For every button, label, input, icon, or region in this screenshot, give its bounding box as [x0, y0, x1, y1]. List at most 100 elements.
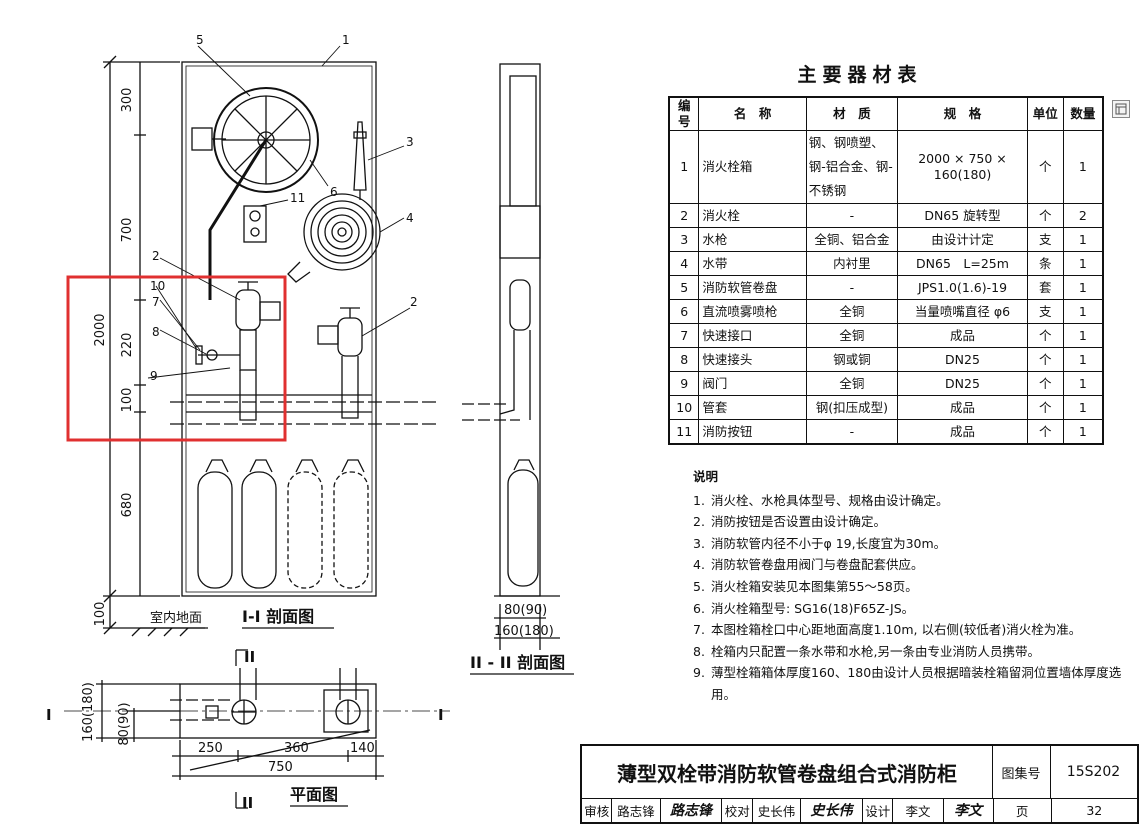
cell-qty: 1 — [1062, 323, 1104, 348]
note-num: 1. — [693, 492, 705, 508]
cell-unit: 个 — [1026, 323, 1064, 348]
dim-140: 140 — [350, 741, 375, 756]
callout-8: 8 — [152, 325, 160, 339]
note-text: 消防软管内径不小于φ 19,长度宜为30m。 — [711, 535, 947, 551]
cell-material: - — [805, 275, 899, 300]
plan-view — [64, 649, 450, 809]
cell-qty: 1 — [1062, 299, 1104, 324]
note-item: 6.消火栓箱型号: SG16(18)F65Z-JS。 — [693, 598, 1133, 620]
signature-row: 审核 路志锋 路志锋 校对 史长伟 史长伟 设计 李文 李文 页 32 — [582, 798, 1137, 822]
cell-spec: 由设计计定 — [897, 227, 1028, 252]
dim-160-180-section2: 160(180) — [494, 624, 554, 639]
table-row: 7 快速接口 全铜 成品 个 1 — [668, 323, 1104, 348]
designer-signature: 李文 — [944, 798, 994, 822]
supply-pipe — [170, 401, 436, 425]
dim-300: 300 — [120, 88, 135, 113]
cell-unit: 个 — [1026, 347, 1064, 372]
dim-100: 100 — [120, 388, 135, 413]
callout-9: 9 — [150, 369, 158, 383]
cell-no: 5 — [668, 275, 700, 300]
cell-qty: 1 — [1062, 251, 1104, 276]
cabinet-section-2 — [462, 63, 560, 650]
fire-button — [243, 205, 267, 243]
callout-2-right: 2 — [410, 295, 418, 309]
callout-10: 10 — [150, 279, 165, 293]
note-text: 消火栓箱型号: SG16(18)F65Z-JS。 — [711, 600, 915, 616]
cell-spec: DN65 旋转型 — [897, 203, 1028, 228]
cell-material: 内衬里 — [805, 251, 899, 276]
cell-no: 6 — [668, 299, 700, 324]
nozzle — [353, 121, 367, 200]
callout-11: 11 — [290, 191, 305, 205]
page-number: 32 — [1086, 802, 1103, 818]
cell-spec: 成品 — [897, 395, 1028, 420]
section-2-label: II - II 剖面图 — [470, 653, 565, 672]
page-label: 页 — [994, 798, 1052, 822]
note-text: 消防软管卷盘用阀门与卷盘配套供应。 — [711, 557, 924, 573]
cell-name: 管套 — [698, 395, 807, 420]
note-text: 栓箱内只配置一条水带和水枪,另一条由专业消防人员携带。 — [711, 643, 1040, 659]
note-text: 本图栓箱栓口中心距地面高度1.10m, 以右侧(较低者)消火栓为准。 — [711, 622, 1082, 638]
cell-spec: 2000 × 750 × 160(180) — [897, 130, 1028, 204]
cell-name: 水带 — [698, 251, 807, 276]
note-item: 1. 消火栓、水枪具体型号、规格由设计确定。 — [693, 490, 1133, 512]
cell-unit: 个 — [1026, 395, 1064, 420]
note-text: 消火栓、水枪具体型号、规格由设计确定。 — [711, 492, 949, 508]
table-row: 6 直流喷雾喷枪 全铜 当量喷嘴直径 φ6 支 1 — [668, 299, 1104, 324]
cell-unit: 个 — [1026, 130, 1064, 204]
cell-name: 水枪 — [698, 227, 807, 252]
dim-750: 750 — [268, 760, 293, 775]
cell-spec: 当量喷嘴直径 φ6 — [897, 299, 1028, 324]
notes-title: 说明 — [693, 469, 719, 484]
dim-100-bottom: 100 — [93, 602, 108, 627]
cell-material: 全铜 — [805, 299, 899, 324]
note-item: 2.消防按钮是否设置由设计确定。 — [693, 511, 1133, 533]
atlas-label: 图集号 — [992, 746, 1051, 799]
col-header-material: 材 质 — [805, 96, 899, 131]
fire-extinguishers — [197, 459, 369, 589]
table-row: 9 阀门 全铜 DN25 个 1 — [668, 371, 1104, 396]
cell-unit: 个 — [1026, 371, 1064, 396]
note-item: 8.栓箱内只配置一条水带和水枪,另一条由专业消防人员携带。 — [693, 641, 1133, 663]
cell-qty: 1 — [1062, 419, 1104, 445]
note-num: 4. — [693, 557, 705, 573]
table-title: 主要器材表 — [797, 64, 923, 86]
cell-no: 2 — [668, 203, 700, 228]
technical-drawing: 300 700 2000 220 100 680 100 — [46, 33, 574, 812]
note-item: 4. 消防软管卷盘用阀门与卷盘配套供应。 — [693, 554, 1133, 576]
note-text: 薄型栓箱箱体厚度160、180由设计人员根据暗装栓箱留洞位置墙体厚度选用。 — [711, 665, 1122, 702]
cell-spec: JPS1.0(1.6)-19 — [897, 275, 1028, 300]
dim-220: 220 — [120, 333, 135, 358]
reviewer-name: 路志锋 — [612, 798, 661, 822]
cell-unit: 个 — [1026, 203, 1064, 228]
notes: 说明 1. 消火栓、水枪具体型号、规格由设计确定。 2.消防按钮是否设置由设计确定… — [693, 466, 1133, 706]
section-mark-I-left: I — [46, 706, 52, 724]
table-row: 3 水枪 全铜、铝合金 由设计计定 支 1 — [668, 227, 1104, 252]
cell-material: - — [805, 203, 899, 228]
cell-spec: DN25 — [897, 347, 1028, 372]
dim-680: 680 — [120, 493, 135, 518]
cell-name: 快速接头 — [698, 347, 807, 372]
note-item: 5.消火栓箱安装见本图集第55～58页。 — [693, 576, 1133, 598]
table-toggle-icon[interactable] — [1112, 100, 1130, 118]
dim-2000: 2000 — [93, 313, 108, 346]
cell-unit: 套 — [1026, 275, 1064, 300]
cell-no: 11 — [668, 419, 700, 445]
cell-name: 直流喷雾喷枪 — [698, 299, 807, 324]
cell-spec: DN65 L=25m — [897, 251, 1028, 276]
cell-qty: 1 — [1062, 371, 1104, 396]
atlas-number: 15S202 — [1050, 746, 1137, 799]
highlight-box — [66, 275, 287, 442]
coiled-hose — [287, 193, 381, 283]
floor-line — [131, 627, 208, 637]
table-row: 8 快速接头 钢或铜 DN25 个 1 — [668, 347, 1104, 372]
col-header-name: 名 称 — [698, 96, 807, 131]
note-num: 2. — [693, 514, 705, 530]
cell-spec: DN25 — [897, 371, 1028, 396]
cell-no: 4 — [668, 251, 700, 276]
cell-qty: 1 — [1062, 395, 1104, 420]
table-row: 10 管套 钢(扣压成型) 成品 个 1 — [668, 395, 1104, 420]
cell-material: 钢(扣压成型) — [805, 395, 899, 420]
section-mark-II-top: II — [244, 648, 255, 666]
floor-label: 室内地面 — [150, 610, 202, 626]
